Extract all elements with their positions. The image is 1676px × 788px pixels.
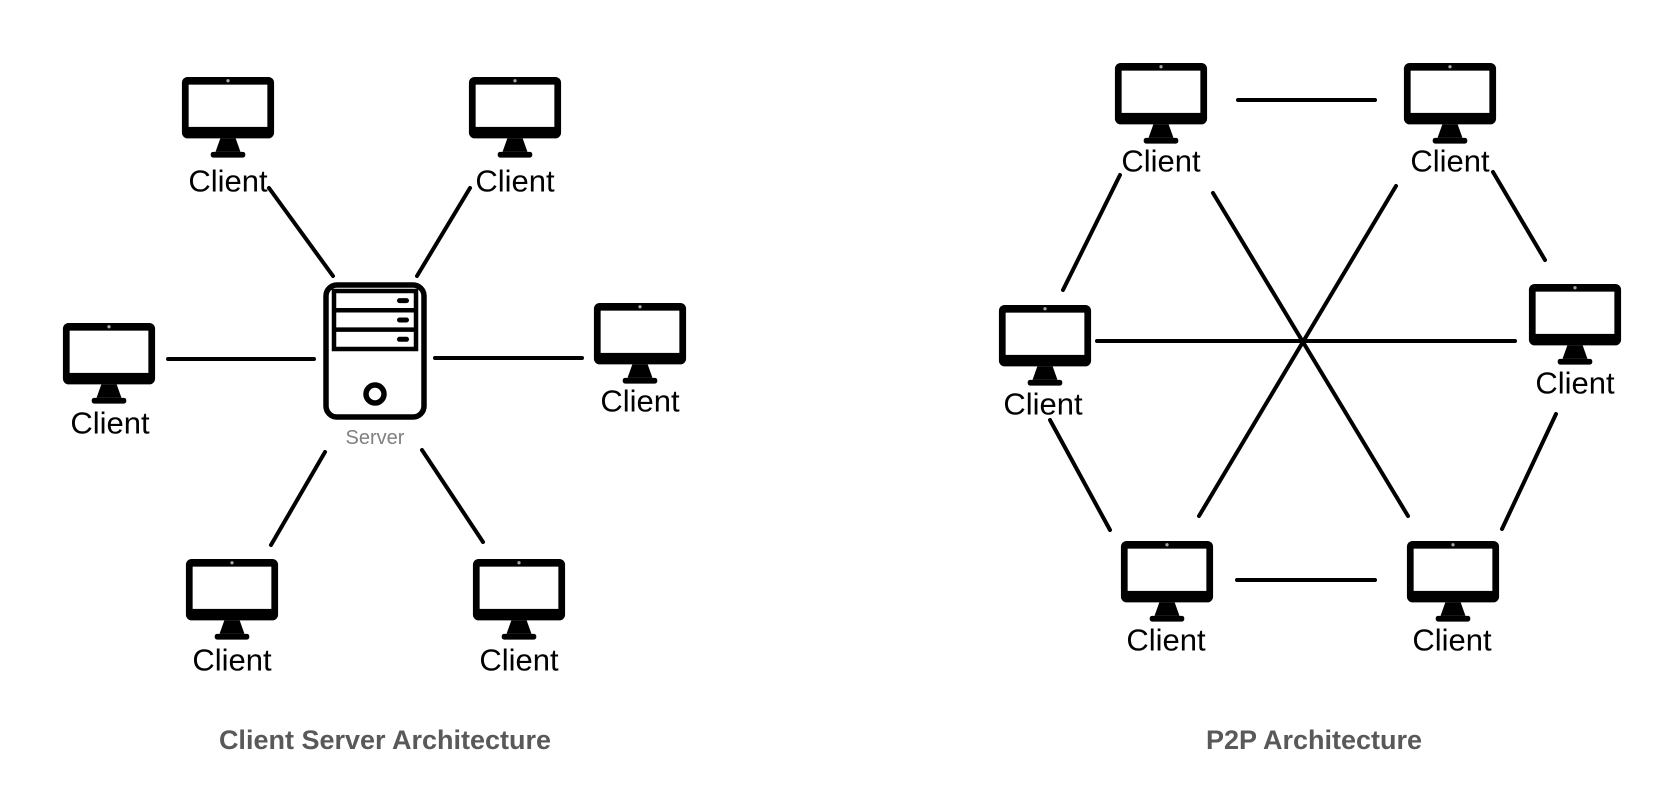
client-right-node: Client [593,302,687,419]
p2p-title: P2P Architecture [1206,725,1422,755]
client-bottom-left-label: Client [192,643,272,678]
monitor-icon [1406,540,1500,622]
connection-client-left--client-bottom-left [1048,418,1112,532]
connection-server--client-top-right [415,186,472,278]
server-icon [326,285,424,417]
monitor-icon [1120,540,1214,622]
server-label: Server [346,427,405,449]
server-node: Server [326,285,424,449]
client-server-title: Client Server Architecture [219,725,551,755]
client-left-label: Client [1003,387,1083,422]
connections [166,186,584,547]
connection-server--client-bottom-right [420,448,485,544]
client-right-label: Client [1535,366,1615,401]
monitor-icon [1403,62,1497,144]
client-left-node: Client [998,304,1092,422]
connection-server--client-bottom-left [269,450,327,547]
client-bottom-left-node: Client [185,558,279,678]
monitor-icon [593,302,687,384]
client-bottom-right-node: Client [1406,540,1500,658]
client-top-left-node: Client [1114,62,1208,179]
client-bottom-right-label: Client [479,643,559,678]
client-top-left-node: Client [181,76,275,199]
monitor-icon [468,76,562,158]
client-top-right-node: Client [1403,62,1497,179]
connections [1048,98,1558,582]
monitor-icon [181,76,275,158]
connection-server--client-top-left [267,186,335,278]
client-bottom-left-node: Client [1120,540,1214,658]
client-bottom-right-label: Client [1412,623,1492,658]
client-top-right-node: Client [468,76,562,199]
connection-client-top-left--client-bottom-right [1211,191,1410,518]
client-right-node: Client [1528,283,1622,401]
client-top-right-label: Client [1410,144,1490,179]
client-top-left-label: Client [188,164,268,199]
client-bottom-left-label: Client [1126,623,1206,658]
client-left-label: Client [70,406,150,441]
monitor-icon [472,558,566,640]
client-top-left-label: Client [1121,144,1201,179]
client-bottom-right-node: Client [472,558,566,678]
monitor-icon [1528,283,1622,365]
connection-client-top-left--client-left [1061,173,1122,292]
connection-client-right--client-bottom-right [1500,412,1558,531]
client-right-label: Client [600,384,680,419]
monitor-icon [1114,62,1208,144]
connection-client-top-right--client-right [1491,170,1547,262]
client-left-node: Client [62,322,156,441]
client-top-right-label: Client [475,164,555,199]
connection-client-top-right--client-bottom-left [1197,184,1398,518]
monitor-icon [998,304,1092,386]
monitor-icon [62,322,156,404]
monitor-icon [185,558,279,640]
